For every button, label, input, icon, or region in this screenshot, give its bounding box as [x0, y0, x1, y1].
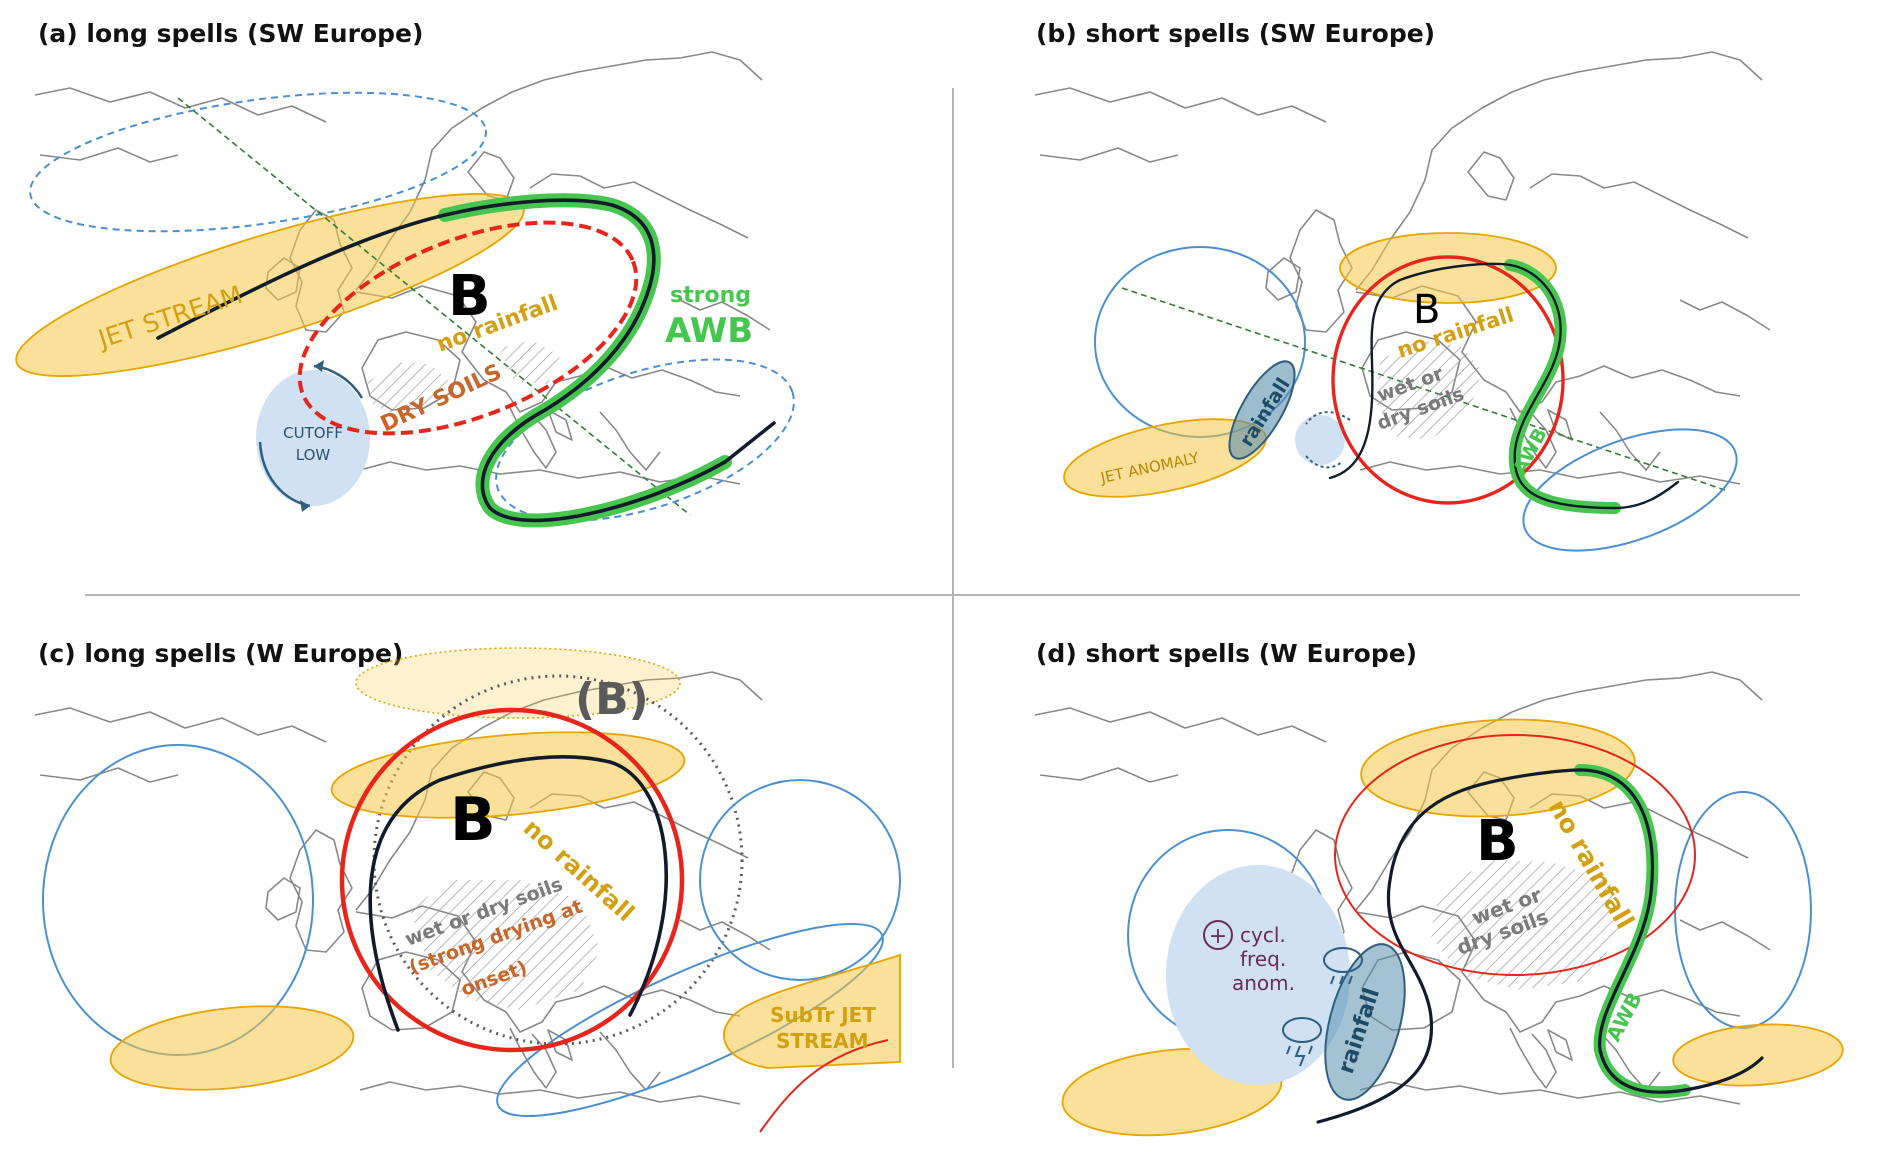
plus-sign: + [1209, 924, 1227, 949]
jet-ellipse-block-c [330, 731, 686, 819]
subtropical-jet-label-2: STREAM [776, 1029, 869, 1053]
panel-a: (a) long spells (SW Europe) JET STREAM B… [15, 19, 795, 528]
blocking-high-label-b: B [1413, 287, 1440, 333]
jet-line-b [1328, 262, 1680, 510]
anom-label: anom. [1232, 971, 1295, 995]
soils-hatch-c [410, 880, 600, 1010]
subtropical-jet-shape [723, 953, 901, 1069]
rainfall-ellipse-d [1324, 943, 1406, 1101]
thunderstorm-icon [1282, 1017, 1322, 1067]
low-label: LOW [296, 446, 331, 464]
jet-stream-line [156, 198, 776, 523]
subtropical-jet-label-1: SubTr JET [770, 1003, 876, 1027]
trough-ellipse-east-c [699, 779, 901, 981]
cutoff-label: CUTOFF [283, 424, 343, 442]
plus-circle-icon [1203, 920, 1233, 950]
trough-axis-line-b [1121, 287, 1726, 491]
cycl-label: cycl. [1240, 923, 1286, 947]
cyclone-frequency-ellipse [1166, 865, 1350, 1085]
blocking-red-circle-c [339, 707, 685, 1053]
blocking-high-label-c: B [450, 785, 496, 855]
rainfall-ellipse-b [1228, 360, 1296, 460]
trough-dashed-ellipse-north [29, 91, 487, 233]
panel-a-title: (a) long spells (SW Europe) [38, 19, 423, 48]
trough-ellipse-east-d [1674, 791, 1812, 1029]
freq-label: freq. [1240, 947, 1286, 971]
jet-line-d [1316, 768, 1764, 1124]
trough-dashed-ellipse-south [495, 358, 795, 522]
rain-cloud-icon [1323, 947, 1363, 985]
jet-ellipse-east-d [1672, 1023, 1844, 1087]
jet-line-c [368, 755, 668, 1032]
blocking-red-dashed-ellipse [297, 220, 639, 436]
soils-hatch-b [1376, 340, 1482, 440]
trough-axis-line [177, 97, 691, 516]
panel-c: (c) long spells (W Europe) (B) B no rain… [34, 639, 901, 1133]
blocking-high-label: B [448, 264, 491, 329]
awb-label: AWB [665, 311, 753, 351]
trough-ellipse-east [1522, 428, 1738, 552]
panel-c-title: (c) long spells (W Europe) [38, 639, 403, 668]
panel-d: (d) short spells (W Europe) + cycl. freq… [1034, 639, 1844, 1137]
panel-b: (b) short spells (SW Europe) B no rainfa… [1034, 19, 1771, 552]
cutoff-low-ellipse [256, 370, 370, 506]
panel-d-title: (d) short spells (W Europe) [1036, 639, 1417, 668]
subtropical-jet-line [759, 1039, 889, 1133]
small-low-circle [1295, 415, 1345, 465]
faint-block-label: (B) [575, 674, 649, 725]
jet-ellipse-faint-c [355, 647, 681, 719]
blocking-red-ellipse-d [1334, 734, 1696, 976]
jet-ellipse-block-d [1360, 718, 1636, 818]
trough-ellipse-southeast-c [496, 922, 884, 1118]
blocking-high-label-d: B [1476, 809, 1519, 874]
strong-label: strong [670, 283, 751, 308]
dry-soils-hatch [368, 362, 452, 414]
blocking-red-ellipse-b [1331, 255, 1565, 505]
small-low-arrow [1305, 411, 1351, 469]
soils-hatch-d [1430, 860, 1620, 990]
jet-ellipse-sw-c [109, 1005, 355, 1091]
no-rainfall-hatch [500, 340, 560, 384]
panel-b-title: (b) short spells (SW Europe) [1036, 19, 1435, 48]
